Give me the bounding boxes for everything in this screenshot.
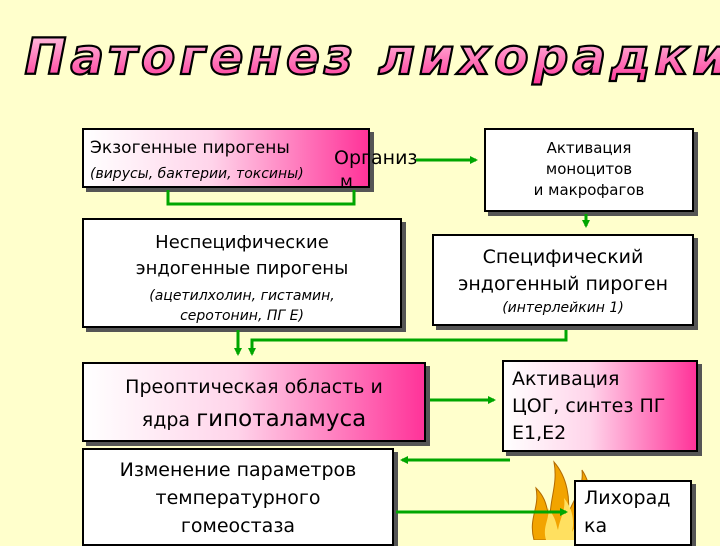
macrophage-activation-line2: моноцитов [545,160,633,178]
nonspecific-pyrogens-examples1: (ацетилхолин, гистамин, [149,288,335,304]
homeostasis-change-line2: температурного [155,487,321,509]
arrow-to-nonspecific-pyrogens [166,190,356,206]
preoptic-area-line1: Преоптическая область и [125,376,383,398]
specific-pyrogen-line1: Специфический [482,246,644,268]
arrow-specific-to-preoptic [248,330,568,356]
homeostasis-change-box: Изменение параметров температурного гоме… [82,448,394,546]
page-title-text: Патогенез лихорадки [24,28,720,86]
macrophage-activation-box: Активация моноцитов и макрофагов [484,128,694,212]
preoptic-area-line2: ядра гипоталамуса [84,402,424,438]
fever-box: Лихорад ка [574,480,692,546]
cox-activation-line3: Е1,Е2 [512,422,567,444]
exogenous-pyrogens-title: Экзогенные пирогены [90,138,290,158]
nonspecific-pyrogens-box: Неспецифические эндогенные пирогены (аце… [82,218,402,328]
nonspecific-pyrogens-examples2: серотонин, ПГ Е) [180,308,304,324]
organism-label-end: м [340,172,353,192]
specific-pyrogen-box: Специфический эндогенный пироген (интерл… [432,234,694,326]
cox-activation-box: Активация ЦОГ, синтез ПГ Е1,Е2 [502,360,698,452]
fever-line1: Лихорад [584,487,671,509]
macrophage-activation-line3: и макрофагов [533,181,645,199]
exogenous-pyrogens-box: Экзогенные пирогены (вирусы, бактерии, т… [82,128,370,188]
cox-activation-line1: Активация [512,368,620,390]
specific-pyrogen-examples: (интерлейкин 1) [502,300,624,316]
nonspecific-pyrogens-line1: Неспецифические [155,232,329,253]
specific-pyrogen-line2: эндогенный пироген [457,273,669,295]
preoptic-area-nuclei: ядра [141,409,197,431]
macrophage-activation-line1: Активация [546,139,632,157]
organism-label: Организ [334,147,418,169]
preoptic-area-box: Преоптическая область и ядра гипоталамус… [82,362,426,442]
fever-line2: ка [584,515,608,537]
page-title: Патогенез лихорадки [23,27,720,87]
nonspecific-pyrogens-line2: эндогенные пирогены [135,258,349,279]
homeostasis-change-line3: гомеостаза [180,515,296,537]
exogenous-pyrogens-examples: (вирусы, бактерии, токсины) [90,166,304,182]
homeostasis-change-line1: Изменение параметров [119,459,357,481]
hypothalamus-label: гипоталамуса [196,406,367,432]
cox-activation-line2: ЦОГ, синтез ПГ [512,395,666,417]
